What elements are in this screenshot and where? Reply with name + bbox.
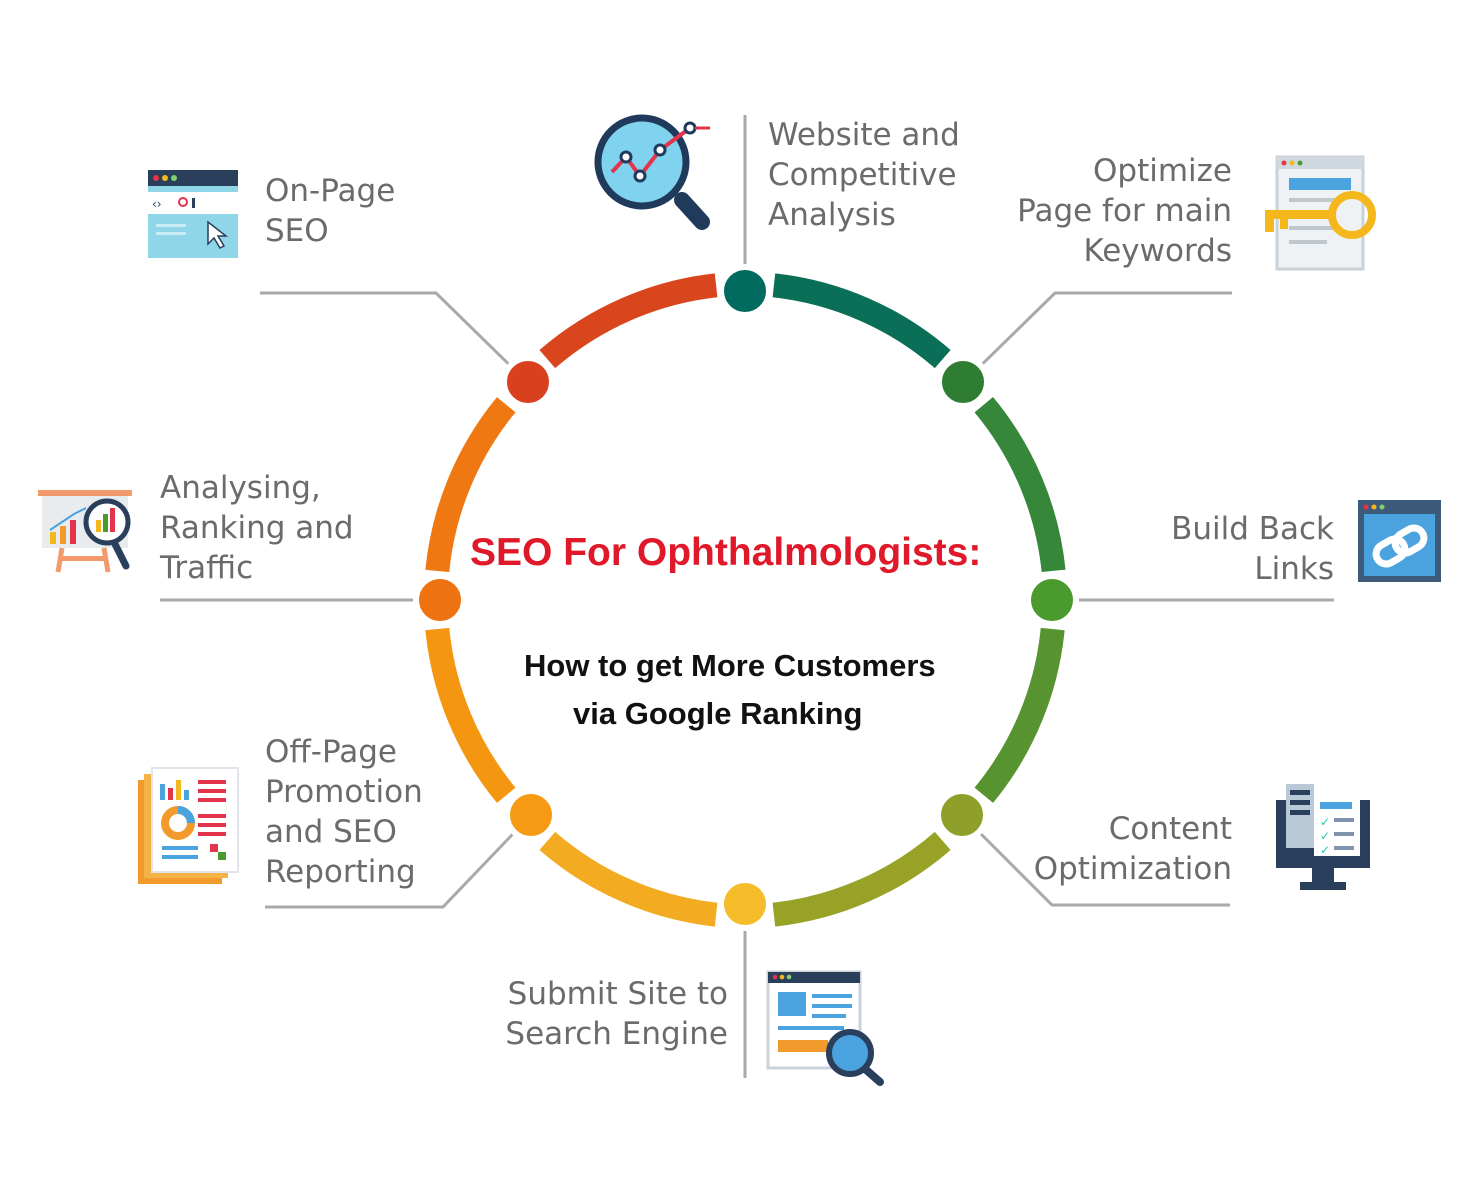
browser-window-icon: ‹› xyxy=(148,170,238,258)
monitor-checklist-icon: ✓ ✓ ✓ xyxy=(1276,784,1370,890)
svg-text:✓: ✓ xyxy=(1320,815,1330,829)
arc-submit xyxy=(539,831,718,927)
diagram-title: SEO For Ophthalmologists: xyxy=(470,531,982,574)
arc-website xyxy=(772,273,951,369)
svg-text:✓: ✓ xyxy=(1320,829,1330,843)
svg-text:‹›: ‹› xyxy=(152,197,162,211)
key-document-icon xyxy=(1265,155,1376,271)
connector-lines xyxy=(160,115,1334,1078)
arc-backlinks xyxy=(974,627,1065,803)
node-optimize xyxy=(936,355,990,409)
arc-offpage xyxy=(425,627,516,803)
node-onpage xyxy=(501,355,555,409)
connector-onpage xyxy=(260,291,530,385)
connector-optimize xyxy=(961,291,1232,385)
svg-text:✓: ✓ xyxy=(1320,843,1330,857)
magnifier-chart-icon xyxy=(594,114,710,230)
arc-analysing xyxy=(425,397,516,573)
diagram-subtitle-line1: How to get More Customers xyxy=(524,648,936,683)
diagram-subtitle-line2: via Google Ranking xyxy=(573,696,863,731)
arc-content xyxy=(772,831,951,927)
node-backlinks xyxy=(1025,573,1079,627)
presentation-board-icon xyxy=(38,490,132,573)
node-content xyxy=(935,788,989,842)
node-analysing xyxy=(413,573,467,627)
link-window-icon xyxy=(1358,500,1441,582)
search-document-icon xyxy=(766,970,884,1086)
connector-offpage xyxy=(265,813,533,909)
arc-optimize xyxy=(974,397,1066,573)
cycle-nodes xyxy=(413,264,1079,931)
arc-onpage xyxy=(539,273,718,369)
report-documents-icon xyxy=(138,767,239,884)
cycle-ring xyxy=(425,273,1066,927)
node-offpage xyxy=(504,788,558,842)
node-submit xyxy=(718,877,772,931)
node-website xyxy=(718,264,772,318)
connector-content xyxy=(960,813,1230,907)
